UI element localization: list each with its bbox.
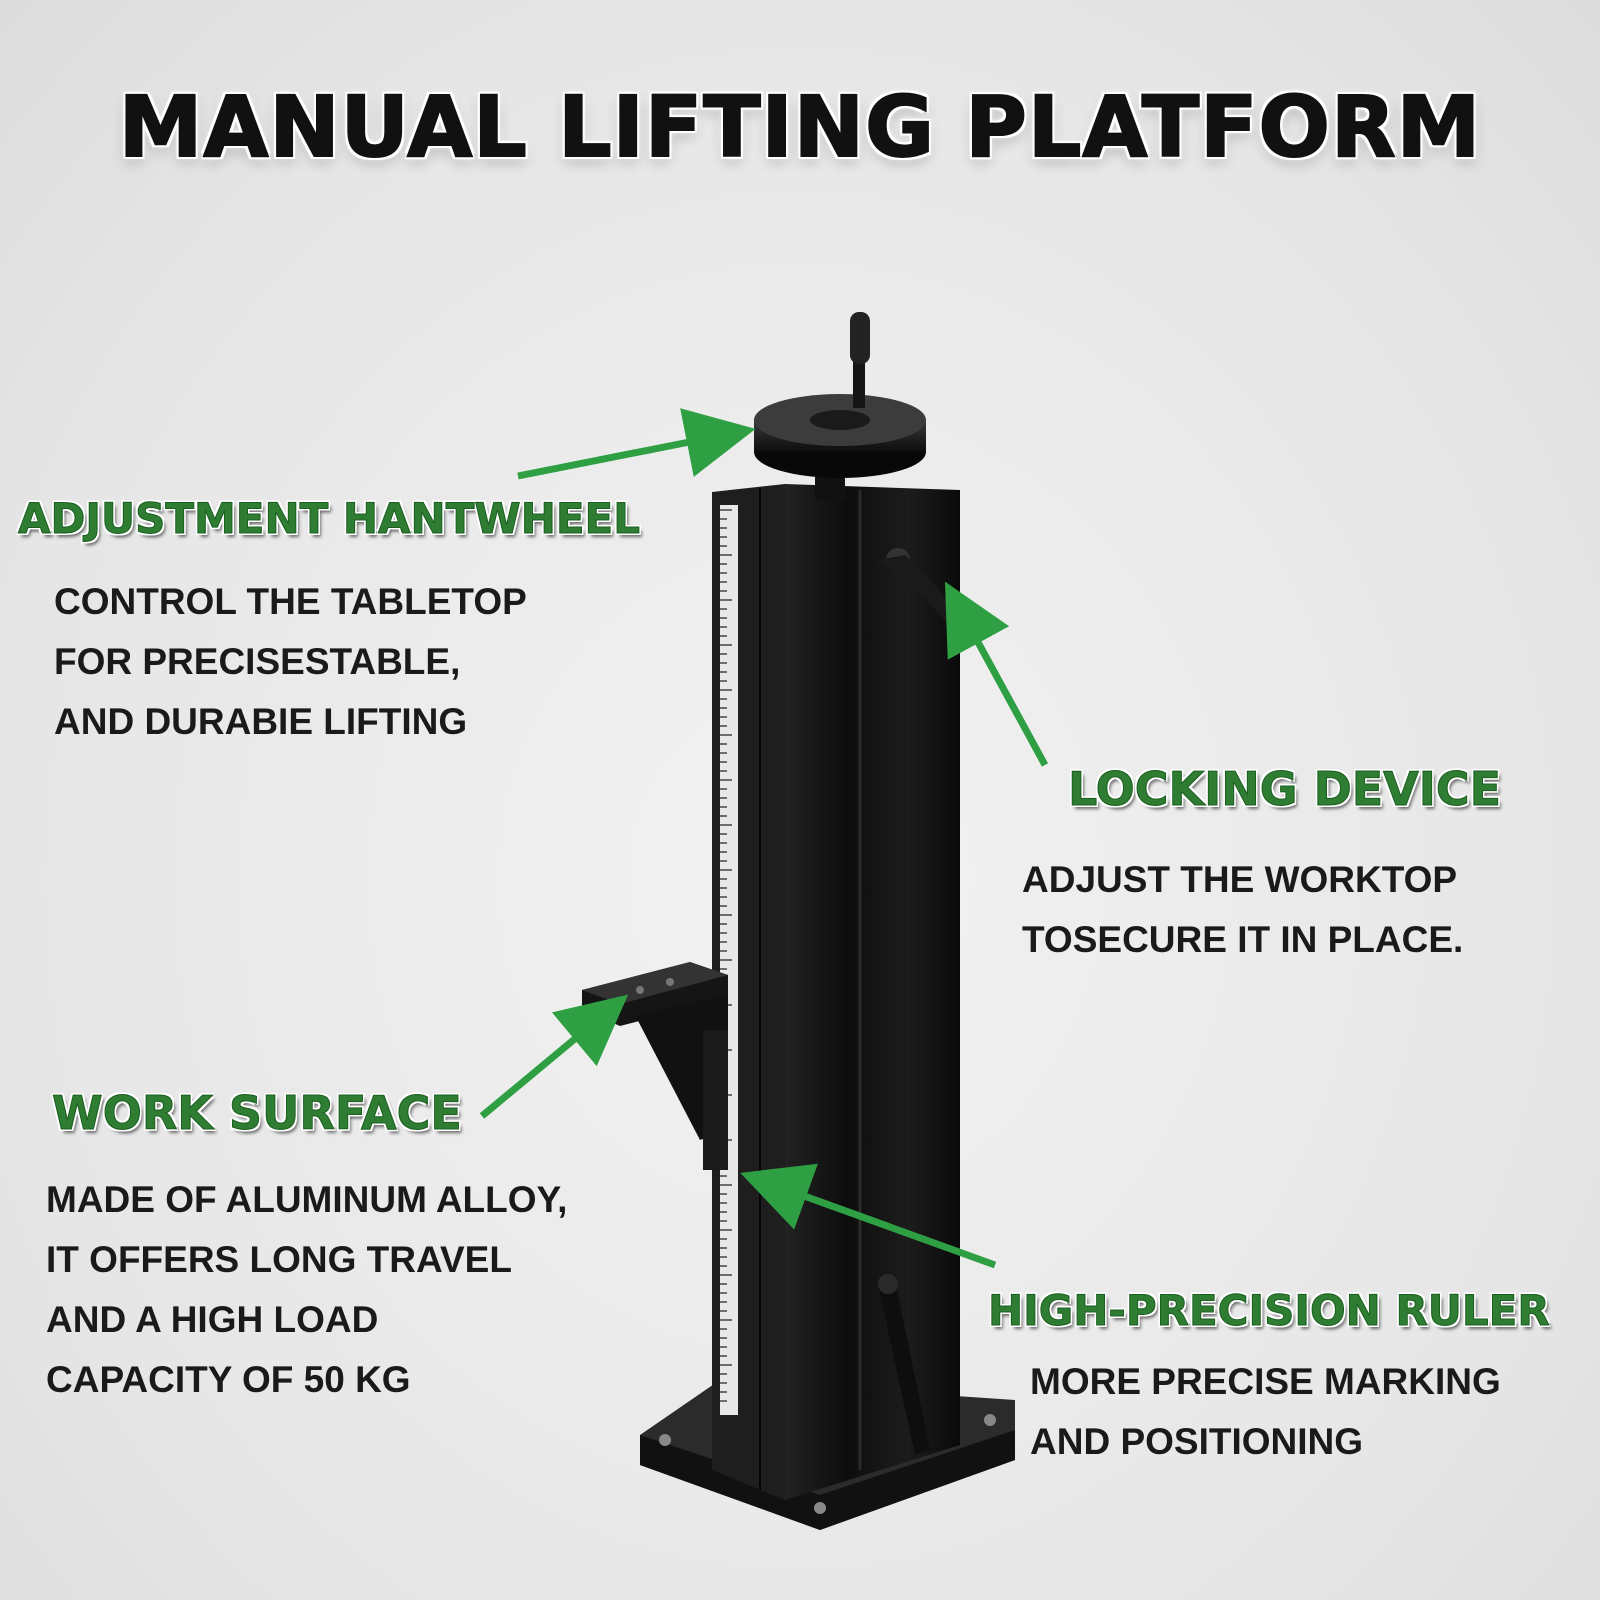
description-line: CAPACITY OF 50 KG xyxy=(46,1359,411,1400)
description-line: FOR PRECISESTABLE, xyxy=(54,641,461,682)
description-line: MORE PRECISE MARKING xyxy=(1030,1361,1501,1402)
description-line: CONTROL THE TABLETOP xyxy=(54,581,527,622)
lower-lever xyxy=(878,1274,930,1455)
description-line: TOSECURE IT IN PLACE. xyxy=(1022,919,1464,960)
description-line: MADE OF ALUMINUM ALLOY, xyxy=(46,1179,568,1220)
work-surface-heading: WORK SURFACE xyxy=(52,1086,463,1141)
arrow-locking xyxy=(944,581,1049,767)
handwheel xyxy=(754,312,926,500)
arrow-work-surface xyxy=(479,994,629,1119)
description-line: AND DURABIE LIFTING xyxy=(54,701,468,742)
aluminum-column xyxy=(712,484,960,1500)
handwheel-description: CONTROL THE TABLETOP FOR PRECISESTABLE, … xyxy=(54,572,527,752)
ruler-scale xyxy=(720,505,738,1415)
ruler-description: MORE PRECISE MARKING AND POSITIONING xyxy=(1030,1352,1501,1472)
locking-device-heading: LOCKING DEVICE xyxy=(1067,762,1502,817)
ruler-heading: HIGH-PRECISION RULER xyxy=(988,1286,1551,1336)
handwheel-heading: ADJUSTMENT HANTWHEEL xyxy=(18,494,641,544)
arrow-ruler xyxy=(740,1163,997,1269)
description-line: ADJUST THE WORKTOP xyxy=(1022,859,1458,900)
description-line: AND POSITIONING xyxy=(1030,1421,1364,1462)
page-title: MANUAL LIFTING PLATFORM xyxy=(118,77,1482,177)
callout-arrows xyxy=(479,408,1049,1269)
description-line: IT OFFERS LONG TRAVEL xyxy=(46,1239,512,1280)
work-surface-platform xyxy=(582,962,728,1170)
locking-device-description: ADJUST THE WORKTOP TOSECURE IT IN PLACE. xyxy=(1022,850,1463,970)
work-surface-description: MADE OF ALUMINUM ALLOY, IT OFFERS LONG T… xyxy=(46,1170,567,1410)
description-line: AND A HIGH LOAD xyxy=(46,1299,379,1340)
arrow-handwheel xyxy=(517,408,756,480)
